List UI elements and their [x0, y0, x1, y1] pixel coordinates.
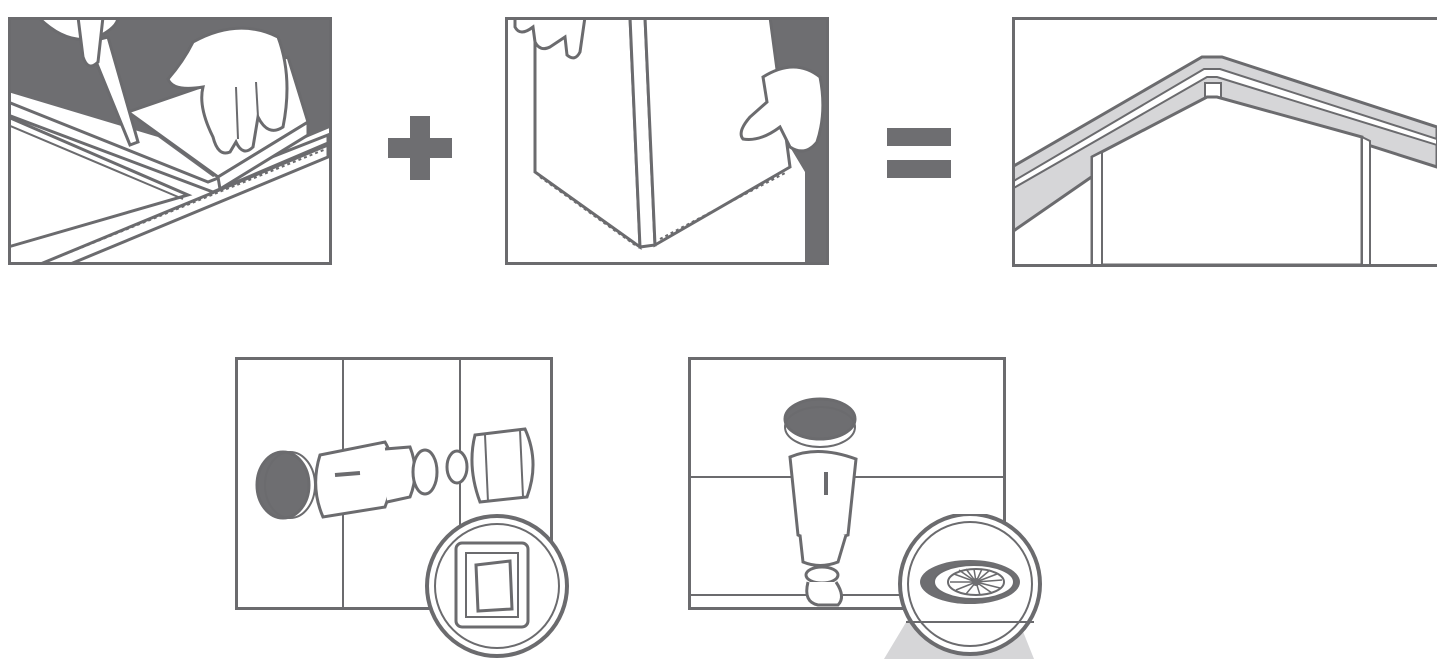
- downlight-zoom-icon: [884, 514, 1044, 659]
- step-corner-trim: [1012, 17, 1437, 267]
- folding-panel-icon: [505, 17, 829, 265]
- step-fold-panel: [505, 17, 829, 265]
- ceiling-corner-trim-icon: [1012, 17, 1437, 267]
- plus-sign-icon: [388, 116, 452, 180]
- knife-cutting-panel-icon: [8, 17, 332, 265]
- light-switch-zoom-icon: [424, 513, 570, 659]
- step-cut-panel: [8, 17, 332, 265]
- equals-sign-icon: [887, 128, 951, 180]
